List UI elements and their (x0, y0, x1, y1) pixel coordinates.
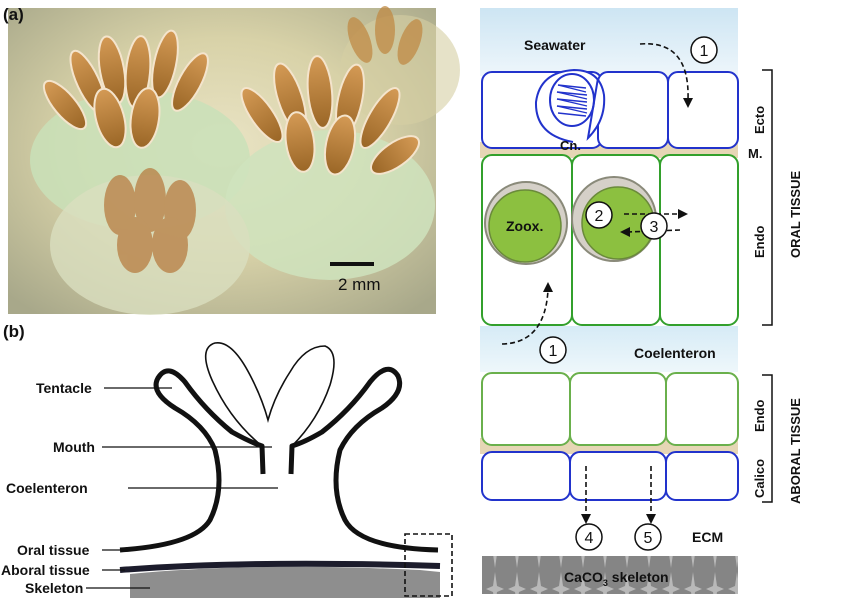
tentacle-cluster (240, 55, 420, 176)
arrow-heads (543, 98, 693, 524)
step-3-marker (640, 212, 668, 240)
ectoderm-layer (481, 71, 739, 149)
inner-tentacles (204, 342, 335, 447)
step-2-marker (585, 201, 613, 229)
tentacle-cluster-blurred (104, 168, 196, 273)
label-coelenteron: Coelenteron (6, 480, 88, 496)
label-coelenteron-c: Coelenteron (634, 345, 716, 361)
endoderm-aboral-layer (481, 372, 739, 446)
skeleton-base (130, 566, 440, 598)
polyp-outline-right (288, 366, 439, 553)
label-aboral-tissue: Aboral tissue (1, 562, 90, 578)
label-m: M. (748, 146, 762, 161)
scale-text: 2 mm (338, 275, 381, 294)
step-1-number: 1 (549, 343, 558, 360)
step-1-marker (690, 36, 718, 64)
label-calico: Calico (752, 459, 767, 498)
step-3-number: 3 (650, 219, 659, 236)
panel-b: (b) Tentacle Mouth Coelenteron Oral tiss… (1, 322, 453, 598)
label-zoox: Zoox. (506, 218, 543, 234)
panel-b-label: (b) (3, 322, 25, 341)
label-mouth: Mouth (53, 439, 95, 455)
aboral-tissue-line (119, 560, 441, 573)
calicoblastic-layer (481, 451, 739, 501)
label-cn: Cn. (560, 138, 581, 153)
label-ecm: ECM (692, 529, 723, 545)
label-oral-tissue-c: ORAL TISSUE (788, 171, 803, 258)
aboral-bracket (762, 374, 773, 503)
step-2-number: 2 (595, 208, 604, 225)
panel-a: 2 mm (8, 6, 460, 315)
step-5-marker (634, 523, 662, 551)
oral-bracket (762, 69, 773, 326)
polyp-outline-left (119, 368, 266, 553)
step-4-marker (575, 523, 603, 551)
label-tentacle: Tentacle (36, 380, 92, 396)
step-4-number: 4 (585, 530, 594, 547)
caco3-skeleton (482, 556, 738, 594)
step-1-number: 1 (700, 43, 709, 60)
label-oral-tissue: Oral tissue (17, 542, 90, 558)
label-skeleton: Skeleton (25, 580, 83, 596)
label-endo-oral: Endo (752, 225, 767, 258)
step-1-marker (539, 336, 567, 364)
step-5-number: 5 (644, 530, 653, 547)
coelenteron-region (480, 326, 738, 372)
zoom-box (404, 533, 453, 597)
label-skeleton-c: CaCO3 skeleton (564, 569, 669, 588)
panel-a-label: (a) (3, 5, 24, 24)
zooxanthella (484, 181, 568, 265)
label-aboral-tissue-c: ABORAL TISSUE (788, 398, 803, 504)
panel-c: (c) Seawater Cn. Zoo (480, 5, 803, 594)
label-endo-aboral: Endo (752, 399, 767, 432)
label-ecto: Ecto (752, 106, 767, 134)
cnidocyte (534, 68, 606, 143)
label-seawater: Seawater (524, 37, 586, 53)
tentacle-cluster (42, 29, 209, 149)
